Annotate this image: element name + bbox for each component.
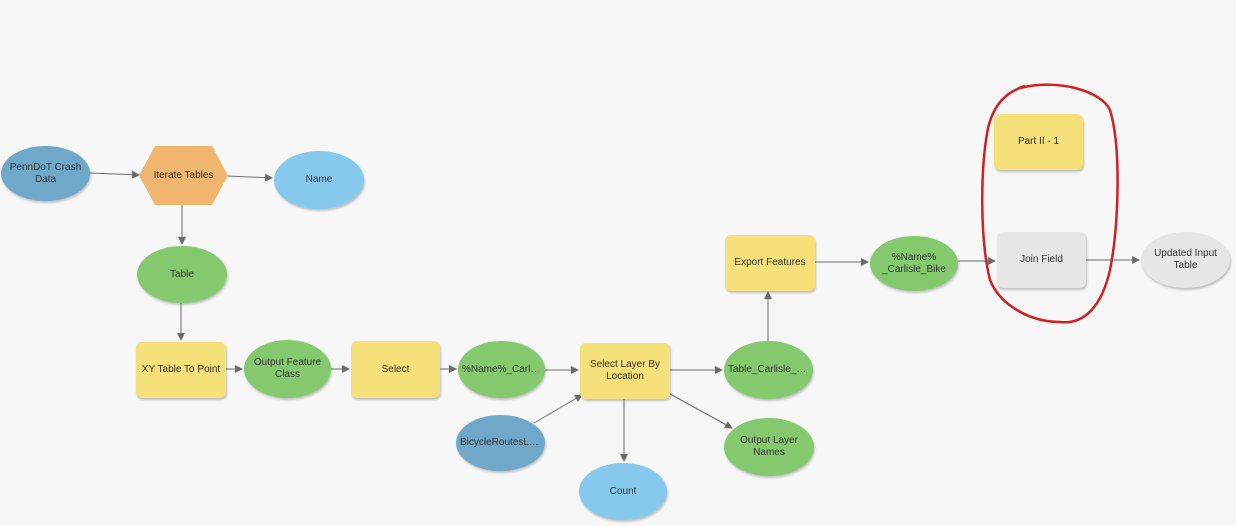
table-label: Table [170, 268, 194, 280]
select-node[interactable]: Select [351, 341, 440, 398]
name-node[interactable]: Name [274, 151, 364, 209]
connector-bicycle-to-sla [533, 394, 583, 424]
output-feature-class-label: Output Feature Class [253, 357, 322, 380]
xy-table-to-point-label: XY Table To Point [141, 364, 221, 375]
bicycle-routes-node[interactable]: BicycleRoutesLan... [456, 415, 545, 471]
name-carlisle-node[interactable]: %Name%_Carlisle [458, 341, 545, 398]
name-label: Name [305, 174, 333, 185]
output-feature-class-node[interactable]: Output Feature Class [244, 340, 331, 398]
table-carlisle-node[interactable]: Table_Carlisle_La... [724, 341, 813, 399]
table-carlisle-label: Table_Carlisle_La... [728, 364, 813, 375]
output-layer-names-label: Output Layer Names [740, 435, 798, 458]
connector-iterate-to-name [227, 173, 273, 182]
table-node[interactable]: Table [137, 246, 227, 303]
select-label: Select [381, 363, 410, 375]
xy-table-to-point-node[interactable]: XY Table To Point [136, 342, 226, 398]
updated-input-table-node[interactable]: Updated Input Table [1141, 232, 1230, 288]
name-carlisle-bike-node[interactable]: %Name% _Carlisle_Bike [870, 236, 958, 291]
connector-crash-to-iterate [89, 170, 140, 179]
export-features-label: Export Features [734, 257, 806, 268]
select-layer-by-location-label: Select Layer By Location [589, 359, 661, 382]
name-carlisle-bike-label: %Name% _Carlisle_Bike [882, 251, 946, 275]
part-ii-label: Part II - 1 [1017, 136, 1060, 147]
penndot-crash-data-node[interactable]: PennDoT Crash Data [1, 146, 90, 201]
connector-sla-to-outputlayers [669, 393, 733, 429]
join-field-label: Join Field [1020, 254, 1063, 265]
name-carlisle-label: %Name%_Carlisle [462, 363, 545, 375]
penndot-crash-data-label: PennDoT Crash Data [9, 161, 82, 185]
annotation-circle [980, 83, 1119, 324]
updated-input-table-label: Updated Input Table [1154, 248, 1217, 271]
join-field-node[interactable]: Join Field [997, 232, 1086, 288]
iterate-tables-node[interactable]: Iterate Tables [139, 146, 228, 205]
count-label: Count [609, 485, 637, 497]
select-layer-by-location-node[interactable]: Select Layer By Location [580, 343, 670, 399]
count-node[interactable]: Count [579, 463, 667, 520]
iterate-tables-label: Iterate Tables [153, 169, 214, 181]
bicycle-routes-label: BicycleRoutesLan... [460, 437, 545, 448]
output-layer-names-node[interactable]: Output Layer Names [724, 418, 814, 476]
part-ii-node[interactable]: Part II - 1 [994, 114, 1083, 170]
export-features-node[interactable]: Export Features [725, 235, 815, 291]
